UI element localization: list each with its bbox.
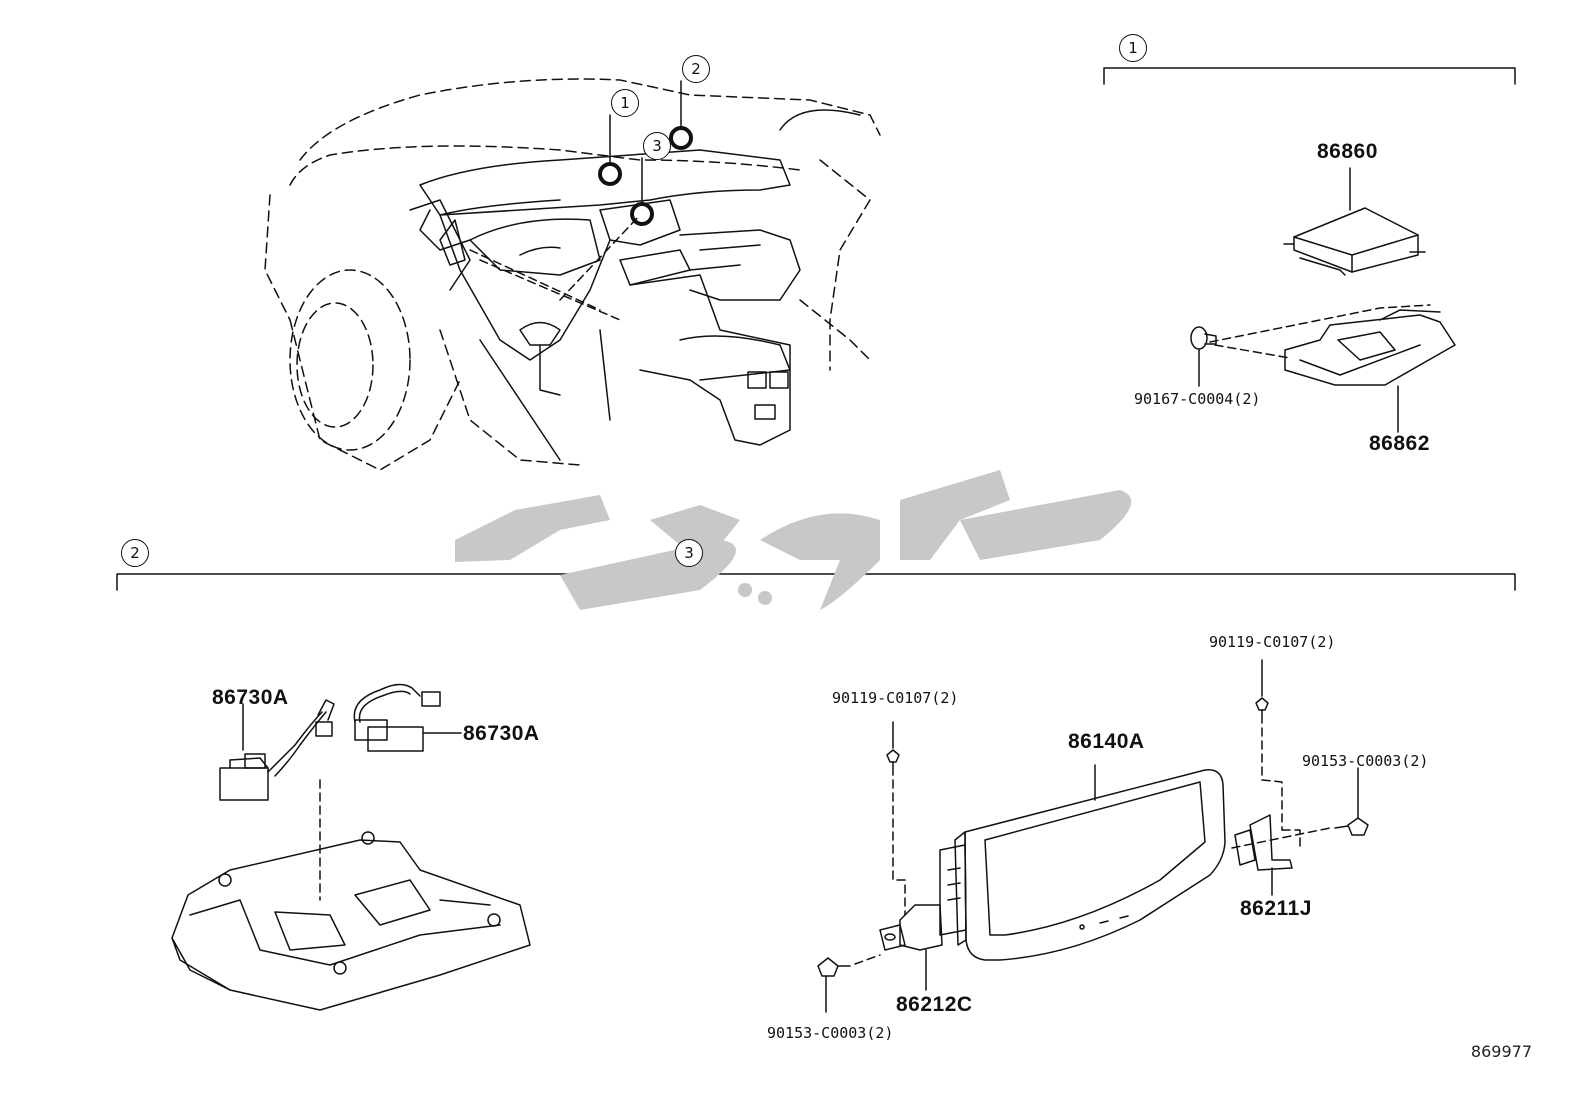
overview-callout-2: 2 [682,55,710,83]
part-label-86862[interactable]: 86862 [1369,432,1430,455]
overview-callout-3: 3 [643,132,671,160]
location-marker-3 [630,202,654,226]
part-label-90153-c0003-left[interactable]: 90153-C0003(2) [767,1024,894,1042]
section-1-bracket [1103,67,1516,85]
overview-callout-1: 1 [611,89,639,117]
location-marker-2 [669,126,693,150]
vehicle-interior-overview [264,78,881,471]
part-label-86211j[interactable]: 86211J [1240,897,1312,920]
location-marker-1 [598,162,622,186]
part-label-86212c[interactable]: 86212C [896,993,973,1016]
diagram-code: 869977 [1470,1042,1532,1061]
part-label-90119-c0107-left[interactable]: 90119-C0107(2) [832,689,959,707]
airbag-sensor-assembly [1190,167,1456,433]
part-label-90153-c0003-right[interactable]: 90153-C0003(2) [1302,752,1429,770]
part-label-90167-c0004[interactable]: 90167-C0004(2) [1134,390,1261,408]
display-assembly [817,659,1369,1013]
section-2-number: 2 [121,539,149,567]
part-label-86860[interactable]: 86860 [1317,140,1378,163]
part-label-86140a[interactable]: 86140A [1068,730,1145,753]
part-label-86730a-right[interactable]: 86730A [463,722,540,745]
part-label-86730a-left[interactable]: 86730A [212,686,289,709]
section-3-number: 3 [675,539,703,567]
map-lamp-assembly [171,683,531,1011]
part-label-90119-c0107-right[interactable]: 90119-C0107(2) [1209,633,1336,651]
section-1-number: 1 [1119,34,1147,62]
